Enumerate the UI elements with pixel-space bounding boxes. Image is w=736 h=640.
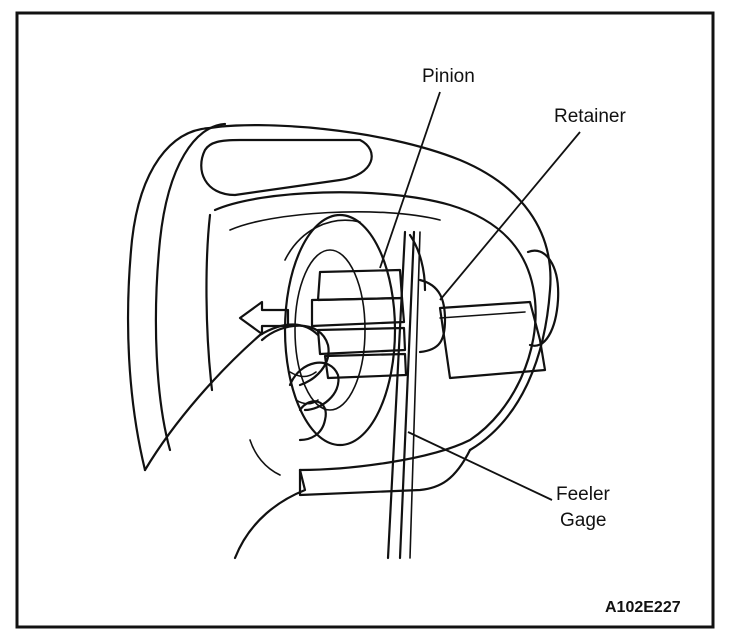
retainer: [408, 233, 547, 380]
retainer-leader: [439, 131, 581, 301]
starter-housing: [126, 122, 560, 497]
feeler-gage-leader: [407, 431, 553, 501]
gage-label: Gage: [560, 510, 606, 531]
hand: [143, 323, 340, 560]
pinion-leader: [379, 91, 441, 269]
figure-code: A102E227: [605, 599, 681, 616]
figure-border: [15, 11, 715, 629]
feeler-gage: [386, 230, 421, 560]
feeler-label: Feeler: [556, 484, 611, 505]
retainer-label: Retainer: [554, 106, 626, 127]
pinion-label: Pinion: [422, 66, 475, 87]
